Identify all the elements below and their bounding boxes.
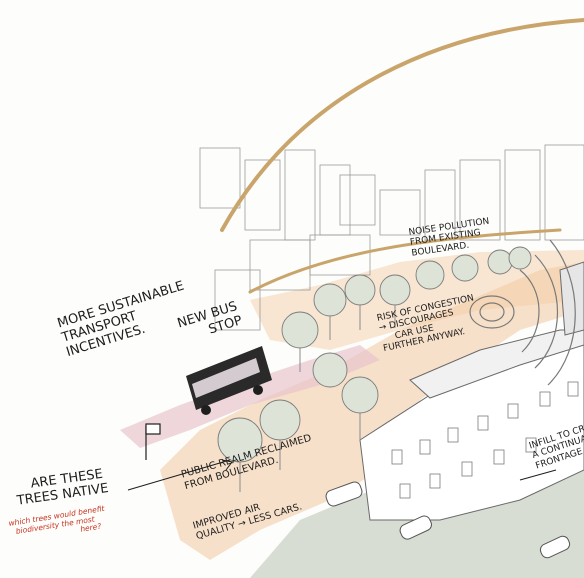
annotation-leaders [127, 459, 557, 491]
foreground-terrace [359, 261, 584, 521]
public-realm-peach-zone [160, 262, 584, 560]
bus-stop-sign [145, 423, 161, 460]
cars [325, 481, 571, 559]
upper-peach-band [250, 250, 584, 350]
terrace-windows [391, 381, 579, 499]
tree-trunks [239, 305, 396, 492]
noise-ripples [469, 239, 576, 386]
connection-arc-small [248, 228, 562, 294]
connection-arc-large [220, 18, 584, 232]
trees [217, 246, 532, 463]
bus-sketch [186, 346, 272, 415]
